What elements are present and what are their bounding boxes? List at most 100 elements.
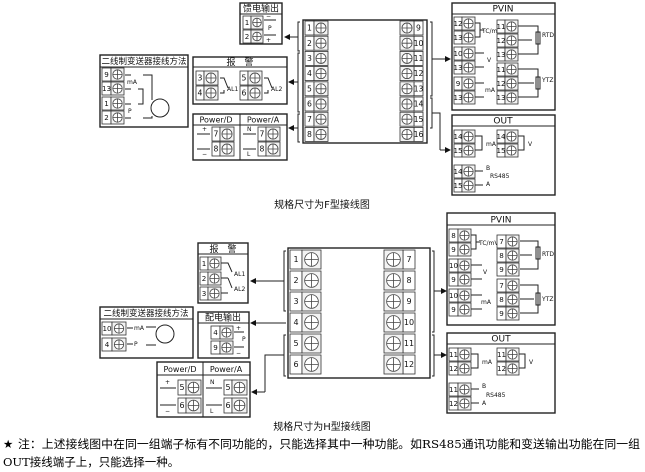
- terminal-number: 10: [449, 291, 459, 300]
- terminal: 12: [496, 33, 519, 48]
- label: A: [486, 181, 491, 188]
- label: AL2: [271, 86, 282, 93]
- terminal: 8: [448, 228, 472, 243]
- terminal-number: 11: [496, 65, 505, 74]
- terminal: 8: [257, 141, 281, 157]
- terminal-number: 7: [499, 237, 504, 246]
- terminal: 6: [177, 397, 202, 414]
- terminal-number: 11: [497, 350, 506, 359]
- terminal: 3: [199, 286, 222, 301]
- terminal-number: 9: [451, 275, 456, 284]
- terminal-number: 12: [404, 360, 414, 369]
- terminal: 15: [453, 178, 476, 193]
- terminal-number: 14: [453, 132, 463, 141]
- terminal-number: 7: [499, 281, 504, 290]
- terminal-number: 7: [260, 130, 265, 139]
- terminal-number: 9: [451, 245, 456, 254]
- terminal-number: 8: [499, 295, 504, 304]
- terminal-number: 13: [453, 33, 462, 42]
- terminal-number: 12: [414, 69, 424, 78]
- terminal-number: 8: [451, 231, 456, 240]
- label: P: [128, 108, 132, 115]
- terminal-number: 9: [456, 79, 461, 88]
- terminal-number: 10: [453, 49, 463, 58]
- terminal-number: 4: [307, 69, 312, 78]
- terminal: 12: [399, 66, 424, 81]
- terminal: 12: [496, 76, 519, 91]
- terminal: 13: [453, 60, 476, 75]
- terminal: 9: [448, 272, 472, 287]
- terminal-number: 8: [214, 145, 219, 154]
- terminal: 13: [453, 30, 476, 45]
- label: mA: [482, 359, 493, 366]
- terminal-number: 12: [449, 364, 458, 373]
- terminal: 13: [399, 81, 424, 97]
- terminal-number: 5: [225, 383, 230, 392]
- terminal-number: 12: [453, 19, 462, 28]
- terminal: 11: [448, 382, 472, 397]
- bottom-diagram: 报 警 AL1 AL2 二线制变送器接线方法 mA P 配电输出 + P − P…: [99, 212, 556, 433]
- label: AL1: [234, 271, 245, 278]
- star-icon: ★: [3, 437, 13, 451]
- terminal: 5: [177, 379, 202, 396]
- terminal: 9: [453, 76, 476, 91]
- label: RTD: [542, 251, 554, 258]
- terminal-number: 2: [245, 32, 250, 41]
- terminal-number: 15: [453, 181, 462, 190]
- label: V: [483, 269, 488, 276]
- terminal-number: 9: [416, 24, 421, 33]
- label: mA: [486, 141, 497, 148]
- terminal-number: 13: [414, 84, 424, 93]
- terminal: 1: [289, 249, 322, 270]
- terminal: 9: [383, 291, 416, 312]
- terminal: 13: [496, 47, 519, 62]
- label: mA: [127, 79, 138, 86]
- label: YTZ: [541, 77, 553, 84]
- terminal-number: 13: [496, 93, 505, 102]
- terminal: 11: [496, 62, 519, 77]
- terminal: 1: [199, 256, 222, 271]
- bottom-alarm-title: 报 警: [209, 243, 236, 255]
- terminal-number: 13: [453, 93, 462, 102]
- label: mA: [485, 87, 496, 94]
- terminal: 6: [239, 85, 263, 101]
- terminal: 7: [496, 278, 520, 293]
- terminal: 9: [399, 20, 424, 36]
- terminal: 7: [211, 126, 235, 142]
- terminal-number: 3: [293, 297, 298, 306]
- terminal: 8: [496, 292, 520, 307]
- terminal-number: 7: [307, 115, 312, 124]
- terminal: 13: [496, 90, 519, 105]
- terminal: 12: [453, 16, 476, 31]
- terminal-number: 9: [499, 265, 504, 274]
- power-a-title: Power/A: [210, 365, 243, 374]
- terminal-number: 14: [496, 132, 506, 141]
- label: L: [247, 151, 251, 158]
- power-a-title: Power/A: [247, 116, 280, 125]
- terminal: 7: [383, 249, 416, 270]
- terminal-number: 9: [451, 305, 456, 314]
- terminal-number: 10: [102, 324, 112, 333]
- terminal-number: 12: [496, 36, 505, 45]
- transmitter-icon: [150, 98, 170, 118]
- label: −: [202, 151, 207, 158]
- footnote: ★ 注：上述接线图中在同一组端子标有不同功能的，只能选择其中一种功能。如RS48…: [3, 437, 641, 469]
- top-out-title: OUT: [493, 117, 513, 127]
- terminal: 8: [304, 127, 329, 142]
- terminal-number: 6: [293, 360, 298, 369]
- terminal-number: 12: [449, 399, 458, 408]
- terminal: 5: [239, 70, 263, 86]
- terminal: 5: [223, 379, 248, 396]
- terminal-number: 8: [260, 145, 265, 154]
- terminal-number: 11: [414, 54, 424, 63]
- terminal-number: 10: [449, 261, 459, 270]
- label: N: [247, 126, 252, 133]
- terminal-number: 6: [225, 401, 230, 410]
- label: V: [529, 359, 534, 366]
- terminal-number: 2: [307, 39, 312, 48]
- terminal-number: 12: [496, 79, 505, 88]
- terminal: 9: [448, 302, 472, 317]
- terminal: 4: [195, 85, 219, 101]
- terminal-number: 4: [198, 89, 203, 98]
- terminal: 10: [399, 35, 423, 51]
